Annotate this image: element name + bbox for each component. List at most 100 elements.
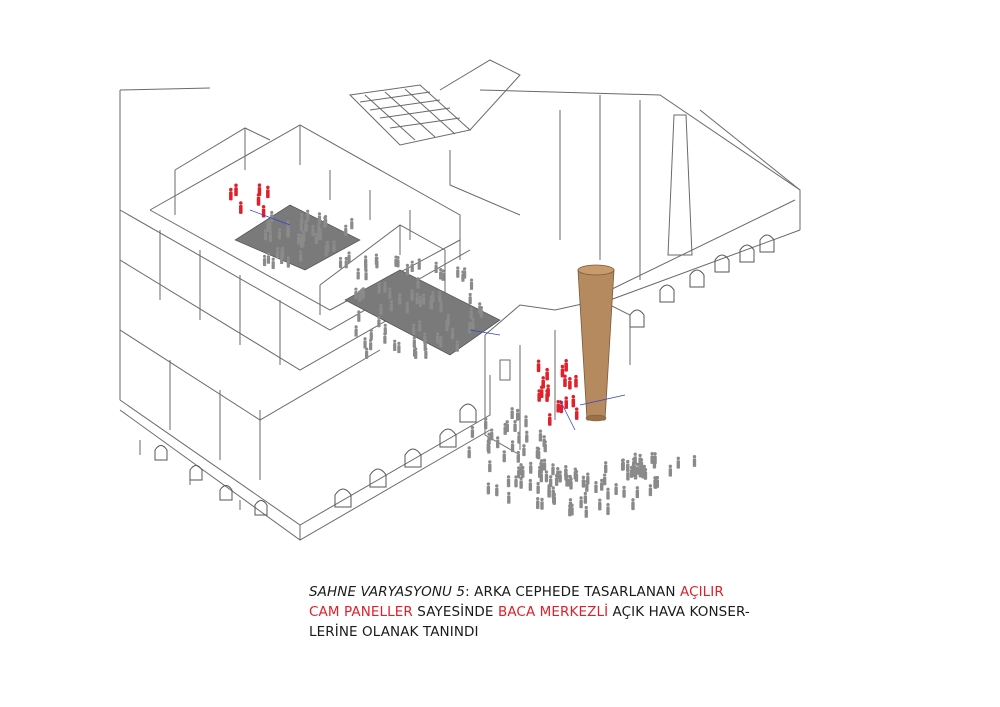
- caption-highlight-2: CAM PANELLER: [309, 604, 413, 620]
- audience-figure: [455, 340, 459, 352]
- audience-figure: [510, 407, 514, 420]
- audience-figure: [396, 256, 400, 268]
- audience-figure: [398, 293, 402, 305]
- audience-figure: [417, 258, 421, 270]
- audience-figure: [486, 482, 491, 495]
- audience-figure: [286, 226, 290, 238]
- audience-figure: [268, 230, 273, 243]
- audience-figure: [469, 307, 473, 319]
- audience-figure: [389, 299, 393, 312]
- audience-figure: [536, 481, 540, 494]
- audience-figure: [584, 505, 588, 518]
- caption-text-1: : ARKA CEPHEDE TASARLANAN: [465, 584, 680, 600]
- audience-figure: [415, 292, 419, 305]
- caption-title: SAHNE VARYASYONU 5: [309, 584, 466, 600]
- audience-figure: [266, 252, 271, 264]
- caption-line-3: LERİNE OLANAK TANINDI: [309, 622, 869, 642]
- audience-figure: [668, 464, 673, 477]
- audience-figure: [377, 315, 381, 328]
- audience-figure: [439, 300, 443, 313]
- audience-figure: [547, 484, 551, 497]
- caption-text-4: LERİNE OLANAK TANINDI: [309, 624, 479, 640]
- audience-figure: [606, 487, 610, 500]
- audience-figure: [357, 310, 361, 322]
- audience-figure: [347, 251, 351, 263]
- audience-figure: [364, 268, 368, 281]
- performer-figures: [229, 183, 579, 426]
- audience-figure: [648, 484, 653, 497]
- audience-figure: [642, 464, 646, 477]
- audience-figure: [324, 245, 328, 257]
- audience-figure: [304, 220, 308, 232]
- audience-figure: [490, 428, 494, 441]
- audience-figure: [569, 477, 573, 490]
- performer-figure: [257, 183, 262, 196]
- audience-figure: [468, 292, 472, 305]
- audience-figure: [653, 476, 657, 489]
- audience-figure: [676, 456, 680, 469]
- performer-figure: [564, 359, 568, 372]
- audience-crowd-figures: [262, 209, 697, 518]
- audience-figure: [692, 454, 697, 467]
- audience-figure: [275, 247, 280, 259]
- audience-figure: [393, 339, 397, 352]
- audience-figure: [631, 498, 635, 511]
- audience-figure: [496, 436, 500, 449]
- audience-figure: [441, 269, 445, 281]
- audience-figure: [604, 461, 608, 474]
- audience-figure: [539, 461, 543, 474]
- audience-figure: [517, 431, 521, 444]
- audience-figure: [598, 498, 602, 511]
- audience-figure: [516, 450, 520, 463]
- performer-figure: [239, 201, 243, 214]
- audience-figure: [277, 228, 282, 240]
- audience-figure: [422, 293, 426, 305]
- audience-figure: [487, 441, 491, 454]
- audience-figure: [354, 325, 358, 337]
- audience-figure: [383, 281, 387, 293]
- performer-figure: [568, 377, 572, 390]
- audience-figure: [461, 270, 465, 282]
- axonometric-drawing: [119, 59, 801, 541]
- audience-figure: [543, 440, 547, 453]
- audience-figure: [318, 228, 322, 240]
- audience-figure: [535, 446, 540, 459]
- audience-figure: [414, 347, 418, 359]
- caption-line-1: SAHNE VARYASYONU 5: ARKA CEPHEDE TASARLA…: [309, 582, 869, 602]
- audience-figure: [513, 420, 517, 432]
- audience-figure: [323, 214, 328, 227]
- performer-figure: [556, 399, 560, 413]
- audience-figure: [470, 425, 475, 438]
- audience-figure: [388, 287, 392, 299]
- audience-figure: [268, 219, 272, 231]
- audience-figure: [262, 254, 267, 267]
- audience-figure: [495, 484, 499, 497]
- audience-figure: [579, 496, 583, 509]
- performer-figure: [541, 376, 545, 389]
- arched-windows: [154, 234, 775, 516]
- audience-figure: [435, 332, 440, 344]
- audience-figure: [583, 491, 588, 504]
- audience-figure: [332, 240, 336, 252]
- audience-figure: [514, 475, 518, 488]
- audience-figure: [338, 256, 343, 269]
- audience-figure: [529, 461, 533, 474]
- audience-figure: [638, 453, 642, 466]
- audience-figure: [439, 336, 443, 348]
- audience-figure: [551, 463, 555, 476]
- audience-figure: [600, 478, 604, 491]
- audience-figure: [478, 302, 482, 314]
- performer-figure: [548, 413, 552, 426]
- audience-figure: [424, 347, 428, 359]
- performer-figure: [563, 374, 567, 388]
- caption-text-2: SAYESİNDE: [412, 604, 498, 620]
- audience-figure: [369, 328, 373, 341]
- audience-figure: [552, 492, 556, 505]
- audience-figure: [638, 465, 643, 478]
- performer-figure: [571, 394, 576, 408]
- audience-figure: [469, 278, 474, 290]
- audience-figure: [354, 287, 358, 299]
- audience-figure: [410, 289, 414, 301]
- audience-figure: [507, 491, 511, 504]
- audience-figure: [468, 321, 472, 334]
